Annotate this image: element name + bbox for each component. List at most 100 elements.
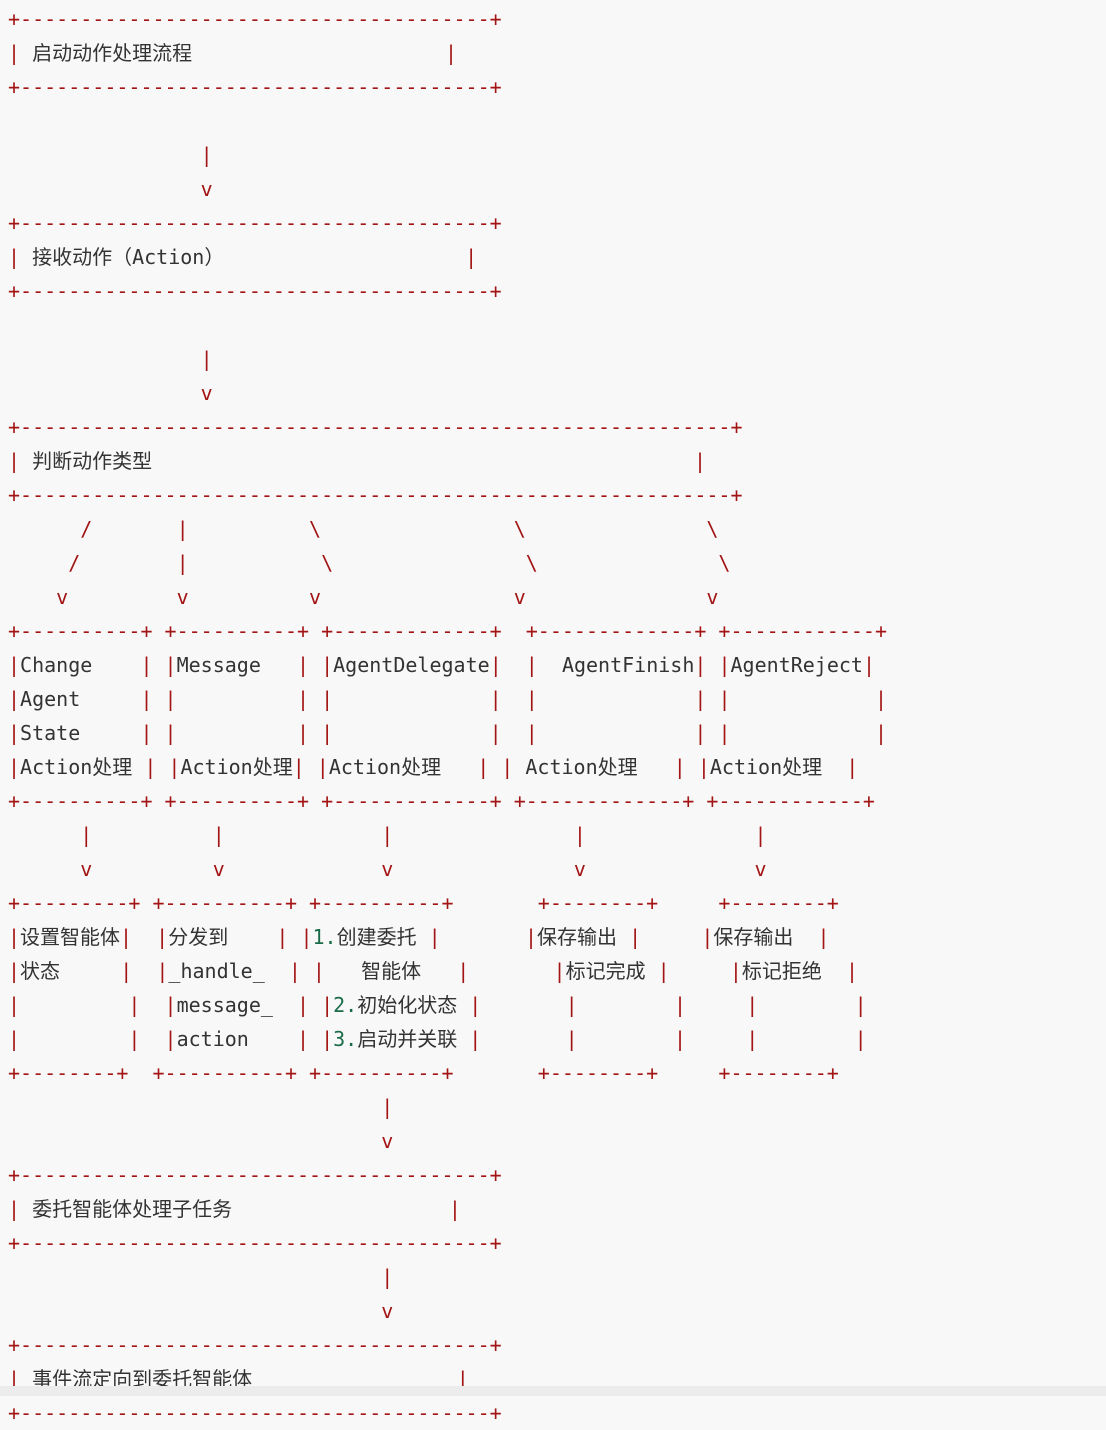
diagram-label: Action处理 bbox=[180, 755, 293, 779]
diagram-line: +---------------------------------------… bbox=[8, 70, 887, 104]
diagram-border: | | | | | bbox=[457, 1027, 867, 1051]
diagram-line: +----------+ +----------+ +-------------… bbox=[8, 784, 887, 818]
diagram-border: +---------------------------------------… bbox=[8, 7, 502, 31]
diagram-border: | bbox=[8, 1095, 394, 1119]
diagram-border: | | bbox=[416, 925, 538, 949]
diagram-line: |设置智能体| |分发到 | |1.创建委托 | |保存输出 | |保存输出 | bbox=[8, 920, 887, 954]
diagram-line: v bbox=[8, 376, 887, 410]
diagram-border: +----------+ +----------+ +-------------… bbox=[8, 789, 875, 813]
diagram-label: Action处理 bbox=[328, 755, 442, 779]
diagram-line: | bbox=[8, 1260, 887, 1294]
diagram-border: | bbox=[862, 653, 876, 677]
diagram-label: Action处理 bbox=[20, 755, 133, 779]
diagram-label: Agent bbox=[20, 687, 81, 711]
diagram-border: v v v v v bbox=[8, 585, 719, 609]
diagram-border: | | bbox=[92, 653, 177, 677]
diagram-border: / | \ \ \ bbox=[8, 551, 731, 575]
diagram-label: Change bbox=[20, 653, 93, 677]
diagram-border: +---------------------------------------… bbox=[8, 75, 502, 99]
diagram-border: +----------+ +----------+ +-------------… bbox=[8, 619, 887, 643]
diagram-label: 状态 bbox=[20, 959, 61, 983]
diagram-line: | bbox=[8, 1090, 887, 1124]
diagram-label: 保存输出 bbox=[537, 925, 618, 949]
diagram-line: +---------------------------------------… bbox=[8, 1328, 887, 1362]
diagram-border: | bbox=[8, 1197, 33, 1221]
diagram-border: | bbox=[8, 347, 213, 371]
diagram-line: | 判断动作类型 | bbox=[8, 444, 887, 478]
diagram-line: | 接收动作（Action） | bbox=[8, 240, 887, 274]
diagram-label: 判断动作类型 bbox=[32, 449, 153, 473]
diagram-border: | bbox=[8, 687, 21, 711]
diagram-border: | bbox=[152, 449, 706, 473]
diagram-border: | bbox=[8, 721, 21, 745]
diagram-label: AgentDelegate bbox=[333, 653, 490, 677]
diagram-border: | | bbox=[120, 925, 169, 949]
diagram-border: | | bbox=[264, 959, 362, 983]
diagram-line: | 委托智能体处理子任务 | bbox=[8, 1192, 887, 1226]
diagram-border: | | | | | | | | | bbox=[80, 721, 888, 745]
diagram-label: 智能体 bbox=[361, 959, 422, 983]
diagram-border: +---------+ +----------+ +----------+ +-… bbox=[8, 891, 839, 915]
diagram-border: | bbox=[8, 143, 213, 167]
diagram-border: | | bbox=[228, 925, 313, 949]
diagram-border: | bbox=[8, 1265, 394, 1289]
diagram-line: | | |message_ | |2.初始化状态 | | | | | bbox=[8, 988, 887, 1022]
diagram-border: | | | | | | | | | bbox=[80, 687, 888, 711]
diagram-line: | | |action | |3.启动并关联 | | | | | bbox=[8, 1022, 887, 1056]
diagram-border: | bbox=[821, 959, 859, 983]
diagram-line: +---------+ +----------+ +----------+ +-… bbox=[8, 886, 887, 920]
bottom-scrollbar-track bbox=[0, 1386, 1106, 1396]
diagram-border: v bbox=[8, 1299, 394, 1323]
diagram-line: +---------------------------------------… bbox=[8, 1396, 887, 1430]
diagram-border: | bbox=[8, 1367, 33, 1391]
diagram-border: | bbox=[8, 653, 21, 677]
diagram-border: | bbox=[192, 41, 457, 65]
diagram-border: | | bbox=[421, 959, 566, 983]
diagram-line: +---------------------------------------… bbox=[8, 478, 887, 512]
diagram-border: | bbox=[252, 1367, 469, 1391]
diagram-label: 分发到 bbox=[168, 925, 229, 949]
diagram-line: v bbox=[8, 172, 887, 206]
diagram-label: 保存输出 bbox=[713, 925, 794, 949]
diagram-border: | bbox=[8, 925, 21, 949]
diagram-label: Action处理 bbox=[525, 755, 638, 779]
diagram-border: / | \ \ \ bbox=[8, 517, 719, 541]
diagram-line: +---------------------------------------… bbox=[8, 2, 887, 36]
diagram-border: | | bbox=[637, 755, 710, 779]
diagram-border: | bbox=[8, 755, 21, 779]
diagram-label: AgentReject bbox=[730, 653, 863, 677]
diagram-label: 标记完成 bbox=[565, 959, 646, 983]
diagram-border: | bbox=[224, 245, 478, 269]
diagram-line: | 启动动作处理流程 | bbox=[8, 36, 887, 70]
diagram-border: | bbox=[8, 41, 33, 65]
diagram-label: 启动动作处理流程 bbox=[32, 41, 193, 65]
diagram-border: | bbox=[8, 245, 33, 269]
diagram-border: | | bbox=[132, 755, 181, 779]
diagram-border: +---------------------------------------… bbox=[8, 1231, 502, 1255]
diagram-label: AgentFinish bbox=[561, 653, 695, 677]
diagram-border: | bbox=[822, 755, 859, 779]
diagram-line: v v v v v bbox=[8, 852, 887, 886]
diagram-border: +---------------------------------------… bbox=[8, 483, 743, 507]
diagram-border: +---------------------------------------… bbox=[8, 279, 502, 303]
diagram-line: |Agent | | | | | | | | | bbox=[8, 682, 887, 716]
diagram-border: | | | | | bbox=[8, 823, 767, 847]
diagram-label: 创建委托 bbox=[336, 925, 417, 949]
diagram-line: | bbox=[8, 138, 887, 172]
diagram-border: | | bbox=[694, 653, 731, 677]
diagram-line: +--------+ +----------+ +----------+ +--… bbox=[8, 1056, 887, 1090]
step-number: 3. bbox=[333, 1027, 358, 1051]
diagram-border: | | bbox=[441, 755, 526, 779]
diagram-label: Action处理 bbox=[709, 755, 823, 779]
diagram-line: / | \ \ \ bbox=[8, 512, 887, 546]
diagram-line: +---------------------------------------… bbox=[8, 1158, 887, 1192]
diagram-border: | | bbox=[260, 653, 334, 677]
diagram-line bbox=[8, 104, 887, 138]
diagram-border: v bbox=[8, 381, 213, 405]
diagram-border: | | | bbox=[8, 1027, 177, 1051]
diagram-border: +---------------------------------------… bbox=[8, 415, 743, 439]
diagram-line: +---------------------------------------… bbox=[8, 1226, 887, 1260]
diagram-border: v bbox=[8, 1129, 394, 1153]
step-number: 1. bbox=[312, 925, 337, 949]
diagram-border: | | bbox=[489, 653, 562, 677]
